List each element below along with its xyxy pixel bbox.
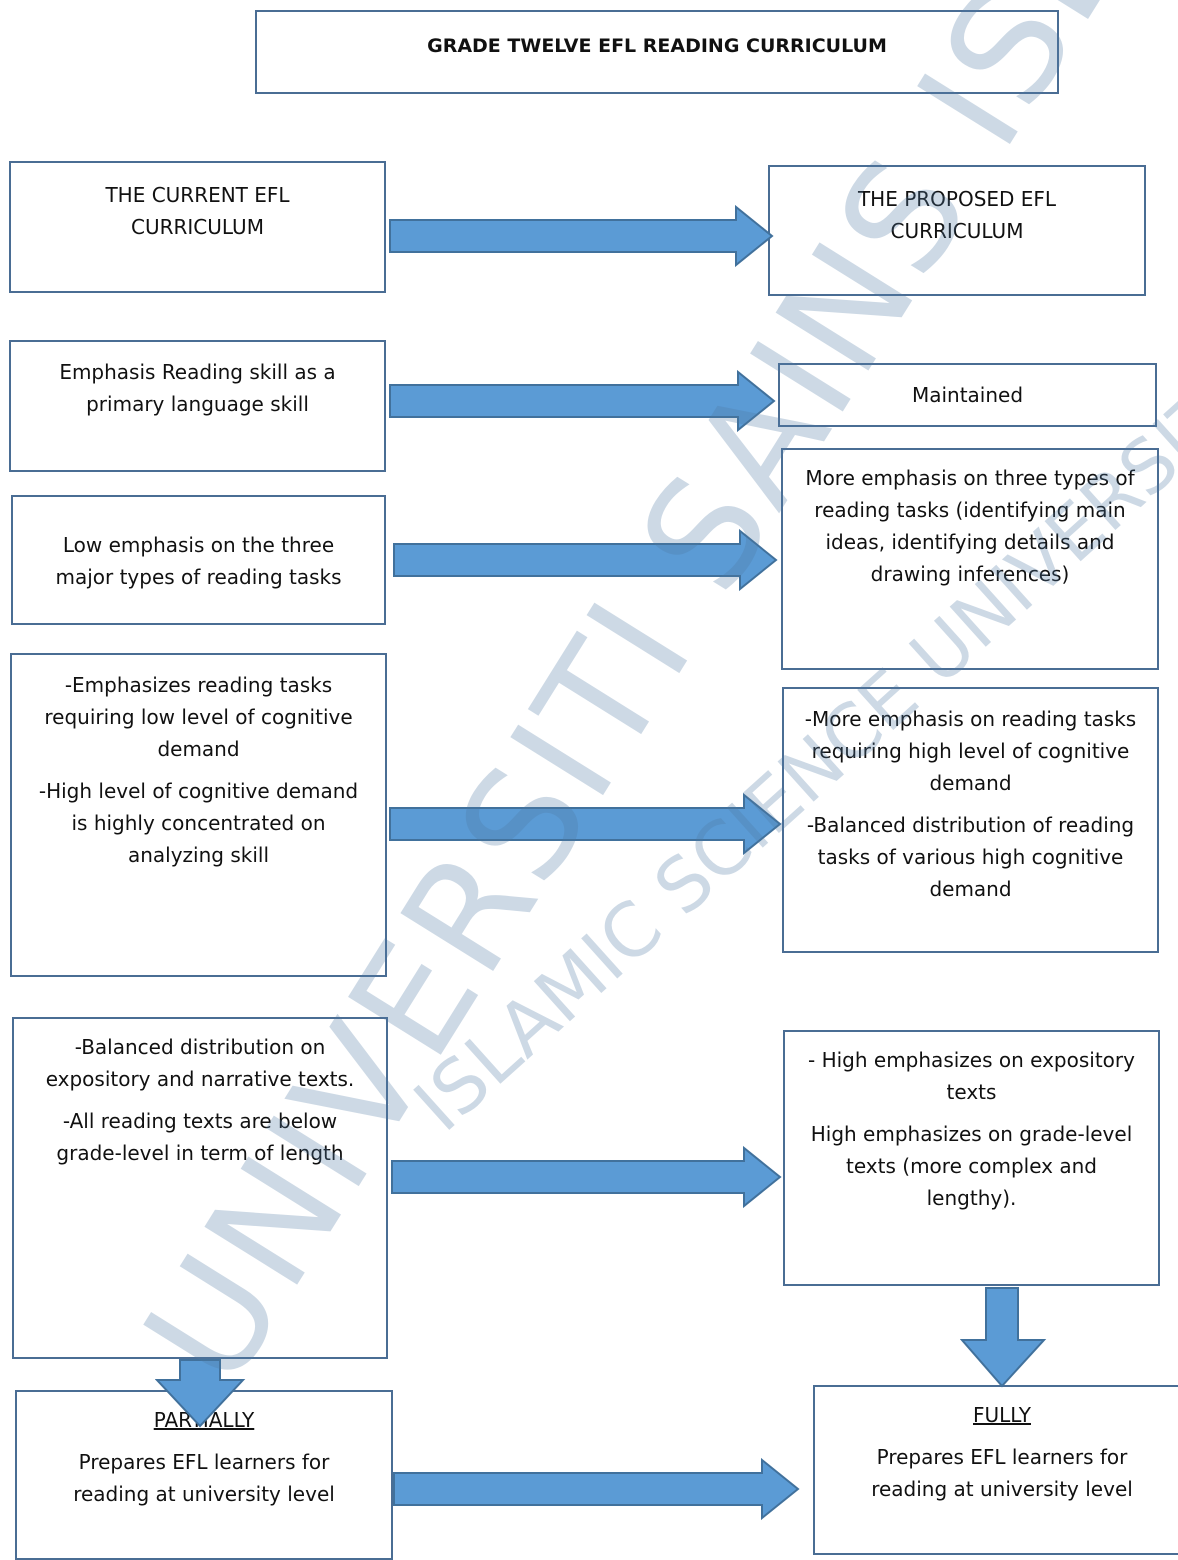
proposed-cognitive-text-2: -Balanced distribution of reading tasks …: [806, 813, 1135, 901]
proposed-cognitive-demand-box: -More emphasis on reading tasks requirin…: [782, 687, 1159, 953]
proposed-reading-skill-box: Maintained: [778, 363, 1157, 427]
current-curriculum-box: THE CURRENT EFL CURRICULUM: [9, 161, 386, 293]
arrow-cognitive-demand: [389, 792, 782, 856]
current-texts-box: -Balanced distribution on expository and…: [12, 1017, 388, 1359]
fully-outcome-text: Prepares EFL learners for reading at uni…: [871, 1445, 1133, 1501]
arrow-task-types: [393, 528, 778, 592]
proposed-reading-skill-text: Maintained: [911, 383, 1024, 407]
current-reading-skill-text: Emphasis Reading skill as a primary lang…: [59, 360, 336, 416]
arrow-down-left: [155, 1359, 246, 1428]
current-texts-text-1: -Balanced distribution on expository and…: [45, 1035, 355, 1091]
proposed-task-types-text: More emphasis on three types of reading …: [805, 466, 1135, 586]
proposed-texts-text-1: - High emphasizes on expository texts: [808, 1048, 1135, 1104]
current-cognitive-text-1: -Emphasizes reading tasks requiring low …: [44, 673, 353, 761]
proposed-texts-box: - High emphasizes on expository texts Hi…: [783, 1030, 1160, 1286]
current-reading-skill-box: Emphasis Reading skill as a primary lang…: [9, 340, 386, 472]
current-cognitive-text-2: -High level of cognitive demand is highl…: [38, 779, 359, 867]
proposed-curriculum-box: THE PROPOSED EFL CURRICULUM: [768, 165, 1146, 296]
arrow-reading-skill: [389, 369, 776, 433]
current-curriculum-heading: THE CURRENT EFL CURRICULUM: [105, 183, 290, 239]
proposed-task-types-box: More emphasis on three types of reading …: [781, 448, 1159, 670]
arrow-outcome: [393, 1457, 800, 1521]
arrow-down-right: [960, 1287, 1047, 1388]
arrow-headings: [389, 204, 774, 268]
arrow-texts: [391, 1145, 782, 1209]
current-task-types-box: Low emphasis on the three major types of…: [11, 495, 386, 625]
fully-label: FULLY: [973, 1403, 1031, 1427]
current-texts-text-2: -All reading texts are below grade-level…: [56, 1109, 344, 1165]
proposed-cognitive-text-1: -More emphasis on reading tasks requirin…: [804, 707, 1137, 795]
proposed-curriculum-heading: THE PROPOSED EFL CURRICULUM: [857, 187, 1057, 243]
diagram-title: GRADE TWELVE EFL READING CURRICULUM: [427, 35, 887, 57]
diagram-title-box: GRADE TWELVE EFL READING CURRICULUM: [255, 10, 1059, 94]
current-task-types-text: Low emphasis on the three major types of…: [55, 533, 342, 589]
partially-outcome-text: Prepares EFL learners for reading at uni…: [73, 1450, 335, 1506]
fully-outcome-box: FULLY Prepares EFL learners for reading …: [813, 1385, 1178, 1555]
proposed-texts-text-2: High emphasizes on grade-level texts (mo…: [810, 1122, 1133, 1210]
current-cognitive-demand-box: -Emphasizes reading tasks requiring low …: [10, 653, 387, 977]
